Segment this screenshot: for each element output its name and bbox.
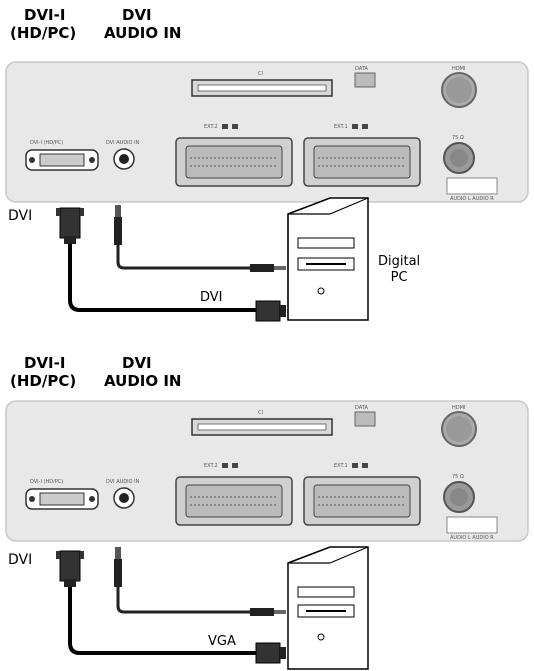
cable-label: DVI [200, 290, 223, 305]
antenna-label-2: 75 Ω [452, 474, 464, 480]
vga-cable [68, 587, 256, 655]
audio-cable-2 [116, 587, 250, 614]
button-label: HDMI [452, 66, 466, 72]
heading-dvi-audio-2: DVI AUDIO IN [104, 354, 182, 390]
slot-label-2: CI [258, 410, 263, 416]
dvi-cable [68, 244, 256, 312]
audio-plug [115, 205, 121, 217]
scart2-label-2: EXT.1 [334, 463, 348, 469]
data-port [354, 72, 376, 88]
port-label-dvi: DVI-I (HD/PC) [30, 140, 64, 146]
port-label-audio: DVI AUDIO IN [106, 140, 140, 146]
slot-label: CI [258, 71, 263, 77]
dvi-plug [59, 207, 81, 239]
heading-dvi-i-2: DVI-I (HD/PC) [10, 354, 77, 390]
heading-dvi-i: DVI-I (HD/PC) [10, 6, 77, 42]
cable-label-2: VGA [208, 634, 236, 649]
antenna-label: 75 Ω [452, 135, 464, 141]
port-label-dvi-2: DVI-I (HD/PC) [30, 479, 64, 485]
scart1-label-2: EXT.2 [204, 463, 218, 469]
diagram-1-graphic [5, 61, 529, 322]
dvi-connector-label-2: DVI [8, 552, 33, 568]
jacks-label: AUDIO L AUDIO R [450, 196, 494, 202]
port-label-audio-2: DVI AUDIO IN [106, 479, 140, 485]
audio-plug-2 [115, 547, 121, 559]
data-port-2 [354, 411, 376, 427]
dvi-connector-label: DVI [8, 208, 33, 224]
pc-label: Digital PC [378, 254, 421, 285]
scart1-label: EXT.2 [204, 124, 218, 130]
audio-cable [116, 245, 250, 270]
audio-jacks-2 [446, 516, 498, 534]
button-label-2: HDMI [452, 405, 466, 411]
dvi-plug-2 [59, 550, 81, 582]
diagram-2-graphic [5, 400, 529, 670]
heading-dvi-audio: DVI AUDIO IN [104, 6, 182, 42]
scart2-label: EXT.1 [334, 124, 348, 130]
data-label: DATA [355, 66, 368, 72]
data-label-2: DATA [355, 405, 368, 411]
audio-jacks [446, 177, 498, 195]
jacks-label-2: AUDIO L AUDIO R [450, 535, 494, 541]
